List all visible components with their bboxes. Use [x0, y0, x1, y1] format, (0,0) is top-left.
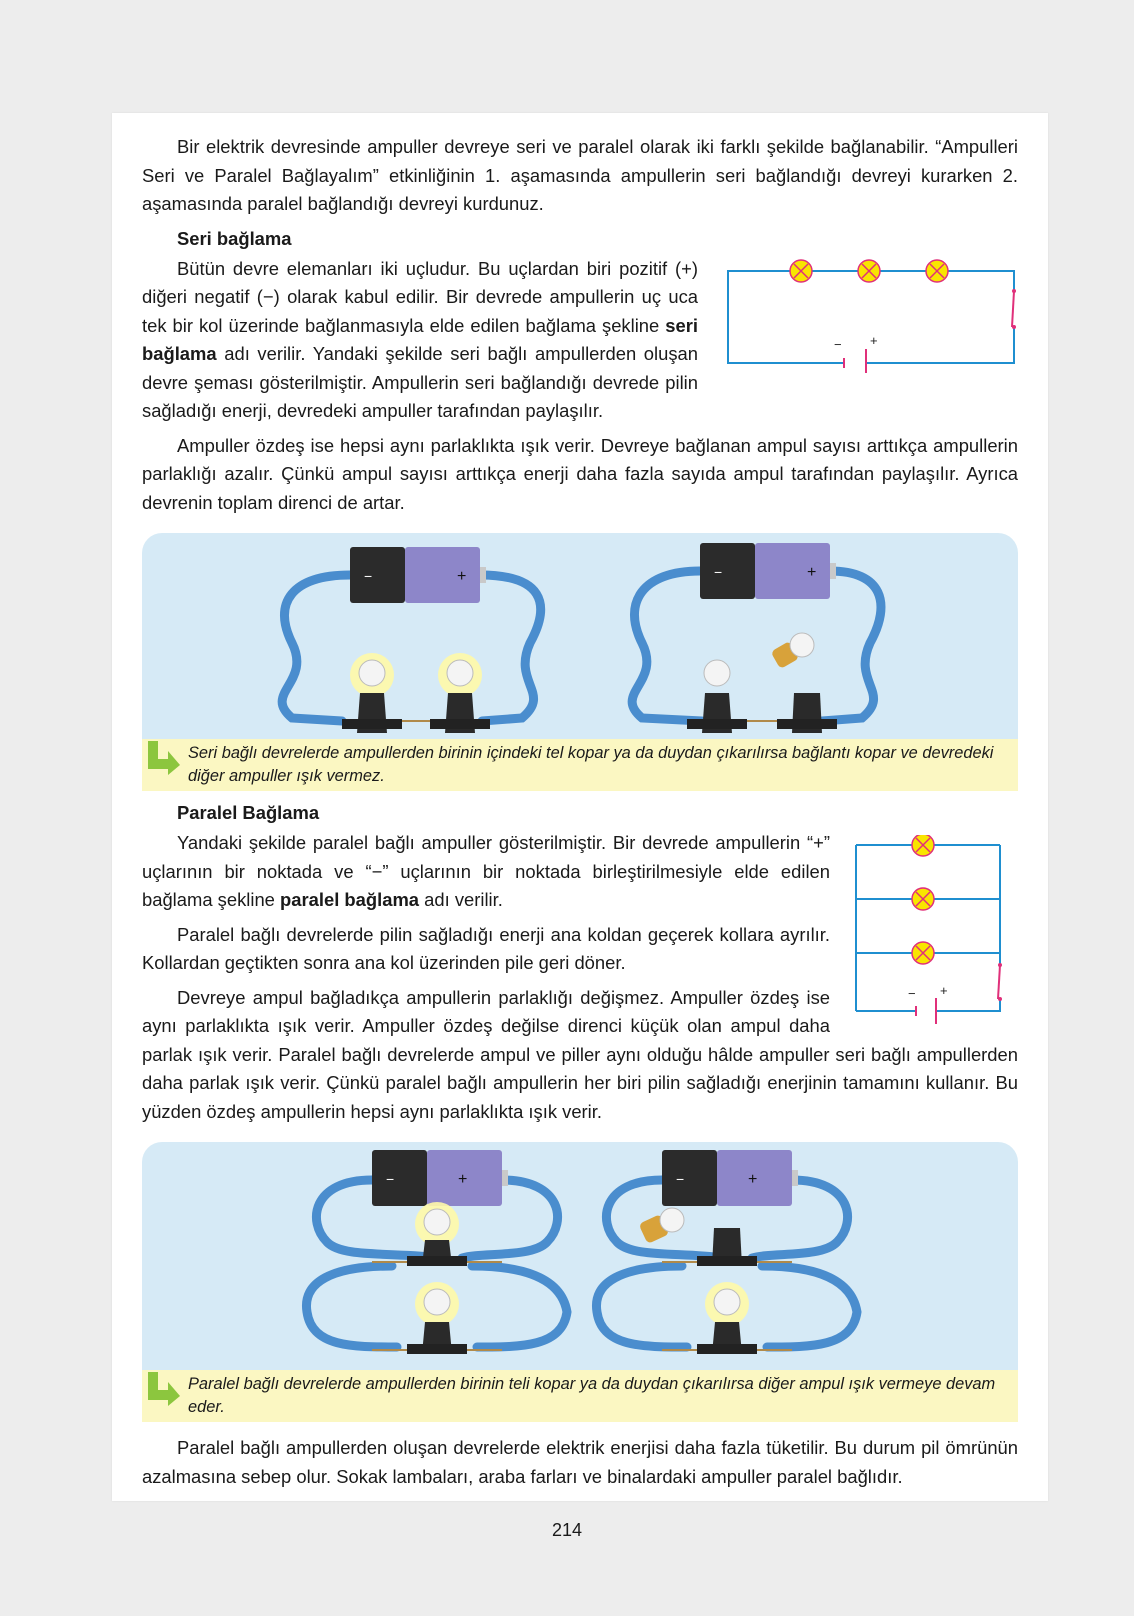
series-heading: Seri bağlama — [177, 227, 292, 249]
svg-text:+: + — [940, 983, 948, 998]
note-arrow-icon — [148, 741, 180, 775]
battery-icon: − + — [350, 547, 486, 603]
unlit-bulb-icon — [687, 659, 747, 733]
lit-bulb-icon — [430, 653, 490, 733]
series-note: Seri bağlı devrelerde ampullerden birini… — [142, 739, 1018, 791]
battery-icon: − + — [908, 983, 948, 1024]
series-term: seri bağlama — [142, 314, 698, 365]
intro-paragraph: Bir elektrik devresinde ampuller devreye… — [142, 136, 1018, 214]
parallel-heading: Paralel Bağlama — [177, 802, 320, 823]
parallel-paragraph-3: Devreye ampul bağladıkça ampullerin parl… — [142, 986, 1018, 1122]
parallel-note: Paralel bağlı devrelerde ampullerden bir… — [142, 1370, 1018, 1422]
battery-minus-label: − — [834, 337, 842, 352]
svg-text:+: + — [458, 1171, 467, 1188]
lit-bulb-icon — [342, 653, 402, 733]
parallel-paragraph-1: Yandaki şekilde paralel bağlı ampuller g… — [142, 832, 830, 910]
battery-plus-label: + — [870, 333, 878, 348]
bulb-icon — [857, 258, 881, 283]
bulb-holder-icon — [697, 1228, 757, 1266]
lit-bulb-icon — [407, 1202, 467, 1266]
svg-text:+: + — [748, 1171, 757, 1188]
series-paragraph-1: Bütün devre elemanları iki uçludur. Bu u… — [142, 257, 698, 422]
bulb-icon — [911, 941, 935, 965]
page: Bir elektrik devresinde ampuller devreye… — [112, 113, 1048, 1501]
battery-icon: − + — [372, 1150, 508, 1206]
switch-icon — [997, 964, 1001, 1000]
svg-text:−: − — [714, 564, 722, 580]
page-content: Bir elektrik devresinde ampuller devreye… — [142, 133, 1018, 1491]
svg-text:+: + — [807, 564, 816, 581]
svg-text:+: + — [457, 568, 466, 585]
series-circuit-photo: − + — [142, 533, 1018, 739]
svg-text:−: − — [908, 986, 916, 1001]
bulb-icon — [789, 258, 813, 283]
removed-bulb-icon — [640, 1207, 685, 1243]
battery-icon: − + — [700, 543, 836, 599]
removed-bulb-icon — [772, 632, 815, 668]
bulb-icon — [925, 258, 949, 283]
svg-text:−: − — [364, 568, 372, 584]
switch-icon — [1011, 290, 1015, 327]
parallel-circuit-diagram: − + — [855, 835, 1002, 1024]
bulb-icon — [911, 835, 935, 857]
svg-text:−: − — [676, 1171, 684, 1187]
parallel-circuit-photo: − + — [142, 1142, 1018, 1370]
lit-bulb-icon — [407, 1282, 467, 1354]
battery-icon: − + — [834, 333, 878, 373]
series-paragraph-2: Ampuller özdeş ise hepsi aynı parlaklıkt… — [142, 434, 1018, 513]
bulb-holder-icon — [777, 693, 837, 733]
page-number: 214 — [551, 1520, 583, 1540]
closing-paragraph: Paralel bağlı ampullerden oluşan devrele… — [142, 1437, 1018, 1487]
series-circuit-diagram: − + — [727, 258, 1016, 373]
battery-icon: − + — [662, 1150, 798, 1206]
note-arrow-icon — [148, 1372, 180, 1406]
parallel-paragraph-2: Paralel bağlı devrelerde pilin sağladığı… — [142, 923, 830, 974]
lit-bulb-icon — [697, 1282, 757, 1354]
parallel-term: paralel bağlama — [280, 889, 420, 910]
svg-text:−: − — [386, 1171, 394, 1187]
bulb-icon — [911, 887, 935, 911]
